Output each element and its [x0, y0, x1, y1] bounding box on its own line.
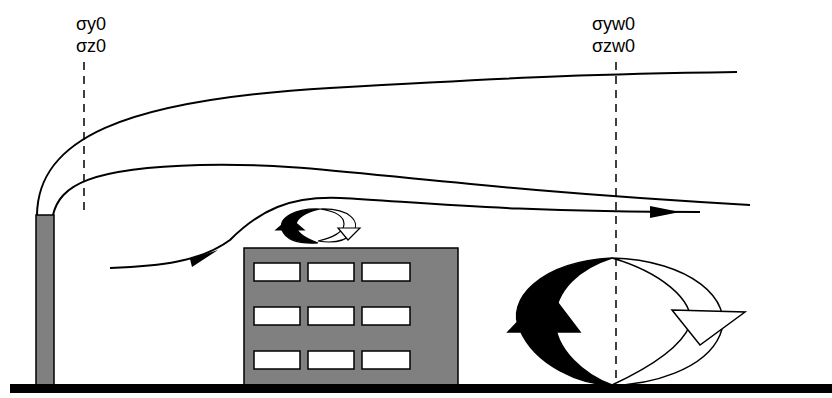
flow-arrowhead — [190, 250, 218, 267]
windows — [254, 263, 410, 369]
sigma-label: σy0 — [76, 14, 106, 34]
ground — [10, 384, 832, 393]
sigma-label: σz0 — [76, 36, 106, 56]
sigma-label: σyw0 — [592, 14, 635, 34]
building — [244, 248, 458, 386]
wake-dashed-line — [615, 62, 617, 385]
roof-eddy — [276, 209, 360, 243]
wake-eddy — [508, 258, 745, 385]
flow-arrowhead — [650, 206, 680, 218]
source-dashed-line — [83, 62, 85, 213]
sigma-label: σzw0 — [592, 36, 635, 56]
plume-upper-edge — [37, 72, 737, 215]
plume-lower-edge — [53, 165, 750, 215]
stack — [36, 215, 54, 386]
